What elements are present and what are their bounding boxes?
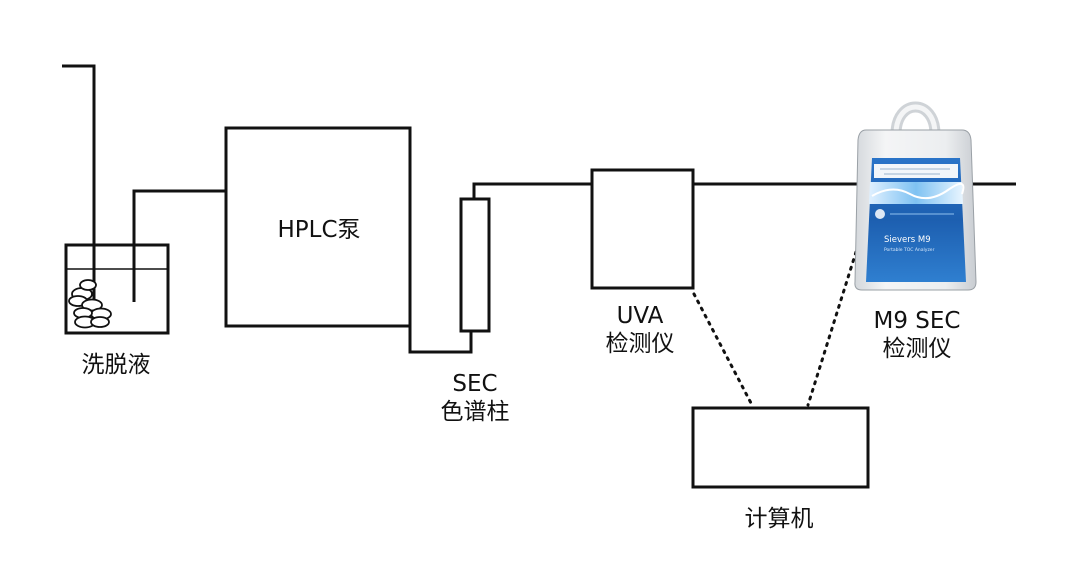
hplc-pump-box (224, 126, 412, 328)
computer-label: 计算机 (744, 506, 814, 532)
uva-detector-box (590, 168, 695, 290)
computer-box (691, 406, 870, 489)
inlet-tube (62, 64, 96, 300)
m9-detector-label: M9 SEC 检测仪 (874, 307, 961, 363)
m9-instrument: Sievers M9 Portable TOC Analyzer (854, 101, 977, 291)
eluent-label: 洗脱液 (81, 352, 151, 378)
uva-label-line2: 检测仪 (605, 331, 675, 357)
m9-label-line1: M9 SEC (873, 308, 961, 334)
column-to-uva-tube (472, 182, 592, 199)
sec-column (459, 197, 491, 333)
eluent-container (64, 243, 170, 335)
bottle-to-pump-tube (132, 189, 226, 302)
bubbles (68, 279, 112, 329)
hplc-pump-label: HPLC泵 (277, 217, 361, 243)
m9-device-text: Sievers M9 (884, 235, 931, 245)
uva-to-computer-cable (692, 292, 754, 407)
sec-column-label-line1: SEC (452, 371, 498, 397)
uva-detector-label: UVA 检测仪 (606, 302, 675, 358)
signal-cables (692, 250, 858, 407)
m9-label-line2: 检测仪 (882, 336, 952, 362)
pump-to-column-tube (408, 326, 473, 354)
m9-device-subtext: Portable TOC Analyzer (884, 247, 935, 253)
uva-label-line1: UVA (616, 303, 664, 329)
sec-column-label-line2: 色谱柱 (440, 399, 510, 425)
m9-to-computer-cable (806, 250, 858, 407)
sec-column-label: SEC 色谱柱 (441, 370, 510, 426)
